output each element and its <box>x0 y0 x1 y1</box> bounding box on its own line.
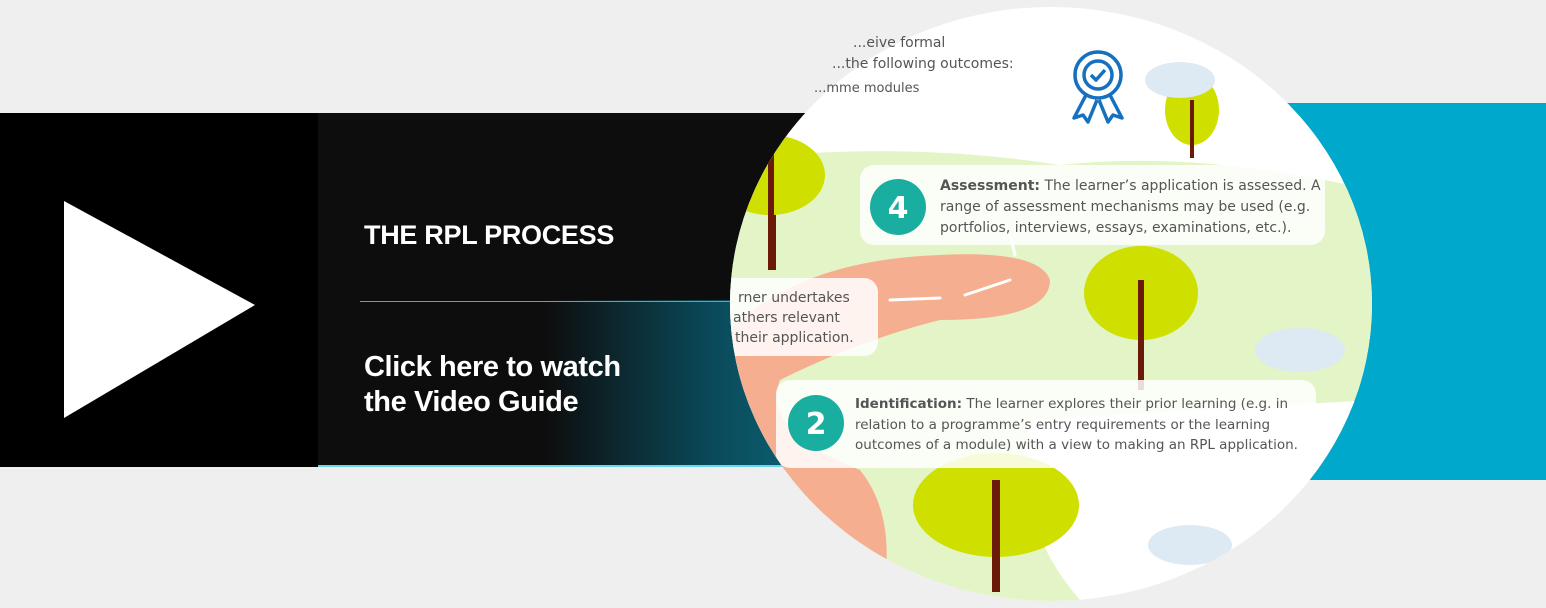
step2-line-2: relation to a programme’s entry requirem… <box>855 417 1270 433</box>
svg-text:Identification: The learner ex: Identification: The learner explores the… <box>855 396 1288 412</box>
step2-line-1: The learner explores their prior learnin… <box>962 396 1288 412</box>
step4-label: Assessment: <box>940 178 1040 194</box>
cta-line-2: the Video Guide <box>364 386 579 418</box>
svg-text:Assessment: The learner’s appl: Assessment: The learner’s application is… <box>940 178 1321 194</box>
step4-line-1: The learner’s application is assessed. A <box>1040 178 1321 194</box>
step3-line-3: their application. <box>735 330 854 346</box>
play-icon <box>64 201 255 418</box>
award-ribbon-icon <box>1072 50 1124 124</box>
step2-number: 2 <box>806 407 827 442</box>
cloud-icon <box>1145 62 1345 565</box>
step3-card <box>730 278 878 356</box>
step4-line-3: portfolios, interviews, essays, examinat… <box>940 220 1291 236</box>
tree-icon <box>1084 246 1198 390</box>
banner-title: THE RPL PROCESS <box>364 220 615 250</box>
step2-card <box>776 380 1316 468</box>
step3-line-2: athers relevant <box>733 310 840 326</box>
step4-line-2: range of assessment mechanisms may be us… <box>940 199 1310 215</box>
watch-video-link[interactable]: Click here to watch the Video Guide <box>364 350 621 420</box>
cta-line-1: Click here to watch <box>364 351 621 383</box>
step2-label: Identification: <box>855 396 962 412</box>
step3-line-1: rner undertakes <box>738 290 850 306</box>
banner-bottom-line <box>318 465 918 467</box>
step4-card <box>860 165 1325 245</box>
top-text-3: ...mme modules <box>814 81 920 96</box>
step4-number: 4 <box>888 191 909 226</box>
step2-line-3: outcomes of a module) with a view to mak… <box>855 437 1298 453</box>
divider <box>360 301 740 302</box>
top-text-2: ...the following outcomes: <box>832 56 1014 72</box>
top-text-1: ...eive formal <box>853 35 945 51</box>
tree-icon <box>913 453 1079 592</box>
play-button[interactable] <box>0 113 318 467</box>
